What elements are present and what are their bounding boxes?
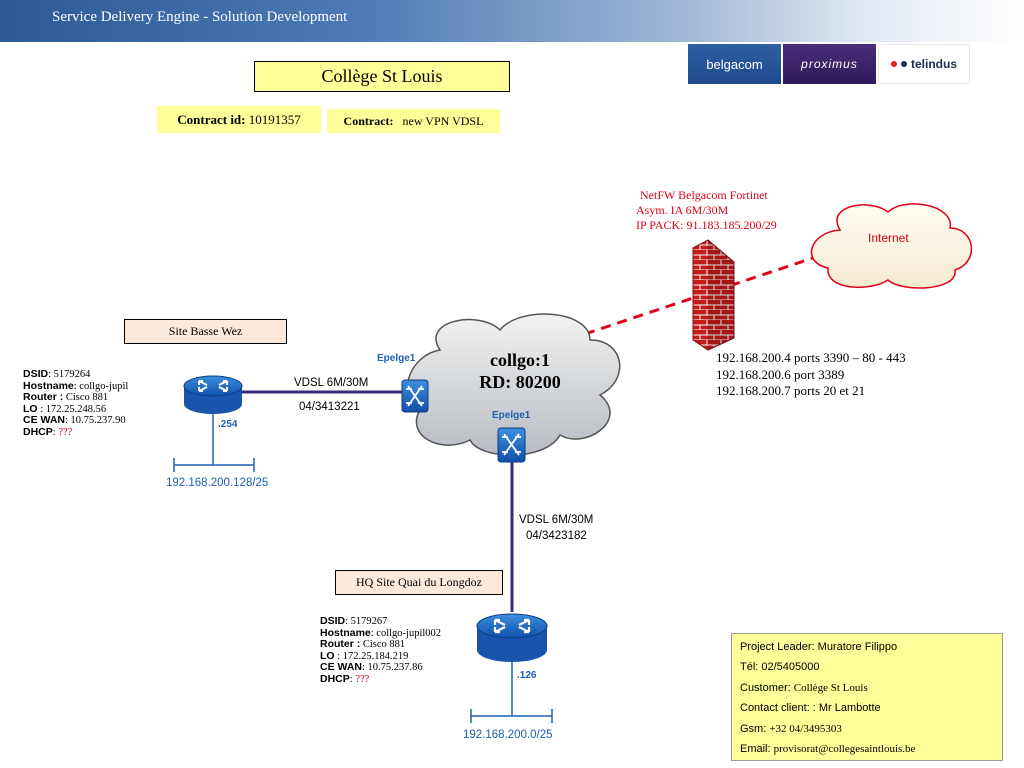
link-basse-speed: VDSL 6M/30M (294, 377, 369, 389)
link-hq-speed: VDSL 6M/30M (519, 514, 594, 526)
header-bar (0, 0, 1024, 42)
site-hq-label: HQ Site Quai du Longdoz (335, 570, 503, 595)
firewall-line: IP PACK: 91.183.185.200/29 (636, 218, 777, 232)
site-basse-wez-label: Site Basse Wez (124, 319, 287, 344)
subnet-basse-wez: 192.168.200.128/25 (166, 477, 269, 489)
project-email: Email: provisorat@collegesaintlouis.be (740, 742, 916, 755)
pe-switch-left-icon (401, 379, 429, 413)
header-title: Service Delivery Engine - Solution Devel… (52, 9, 348, 25)
contract-label: Contract: (343, 113, 394, 128)
school-title: Collège St Louis (254, 61, 510, 92)
site-hq-info: DSID: 5179267 Hostname: collgo-jupil002 … (320, 615, 442, 685)
firewall-info: NetFW Belgacom Fortinet Asym. IA 6M/30M … (636, 188, 777, 233)
subnet-hq: 192.168.200.0/25 (463, 729, 553, 741)
contract-id-label: Contract id: (177, 111, 246, 127)
cloud-vrf-name: collgo:1 (490, 350, 550, 370)
contract-id-value: 10191357 (248, 111, 301, 127)
port-forward-item: 192.168.200.7 ports 20 et 21 (716, 383, 866, 398)
internet-cloud-icon (810, 203, 972, 289)
belgacom-logo: belgacom (688, 44, 781, 84)
project-customer: Customer: Collège St Louis (740, 681, 868, 694)
firewall-line: NetFW Belgacom Fortinet (640, 188, 768, 202)
site-basse-wez-info: DSID: 5179264 Hostname: collgo-jupil Rou… (23, 368, 129, 438)
contract-id-box: Contract id: 10191357 (157, 106, 321, 133)
port-forward-item: 192.168.200.6 port 3389 (716, 366, 845, 382)
cloud-rd: RD: 80200 (479, 372, 561, 392)
port-forward-list: 192.168.200.4 ports 3390 – 80 - 443 192.… (716, 350, 906, 400)
contract-value: new VPN VDSL (402, 113, 484, 128)
project-tel: Tél: 02/5405000 (740, 661, 820, 674)
firewall-line: Asym. IA 6M/30M (636, 203, 729, 217)
lan-segment-hq (470, 660, 553, 723)
project-info-box: Project Leader: Muratore Filippo Tél: 02… (731, 633, 1003, 761)
link-basse-phone: 04/3413221 (299, 401, 360, 413)
firewall-icon (692, 239, 735, 351)
project-contact: Contact client: : Mr Lambotte (740, 702, 881, 715)
router-hq-icon (476, 613, 548, 662)
proximus-logo: proximus (783, 44, 876, 84)
pe-left-label: Epelge1 (377, 353, 416, 364)
lan-segment-basse (173, 412, 255, 472)
mpls-cloud-icon (406, 313, 621, 456)
pe-bottom-label: Epelge1 (492, 410, 531, 421)
internet-label: Internet (868, 231, 909, 245)
pe-switch-bottom-icon (497, 427, 526, 463)
port-forward-item: 192.168.200.4 ports 3390 – 80 - 443 (716, 350, 906, 365)
telindus-logo: telindus (878, 44, 970, 84)
link-hq-phone: 04/3423182 (526, 530, 587, 542)
cloud-title: collgo:1 RD: 80200 (440, 349, 600, 393)
router-hq-lan-ip: .126 (517, 670, 537, 681)
router-basse-wez-icon (183, 375, 243, 414)
project-leader: Project Leader: Muratore Filippo (740, 641, 898, 653)
router-basse-lan-ip: .254 (218, 419, 238, 430)
contract-box: Contract: new VPN VDSL (327, 109, 500, 133)
project-gsm: Gsm: +32 04/3495303 (740, 722, 842, 735)
